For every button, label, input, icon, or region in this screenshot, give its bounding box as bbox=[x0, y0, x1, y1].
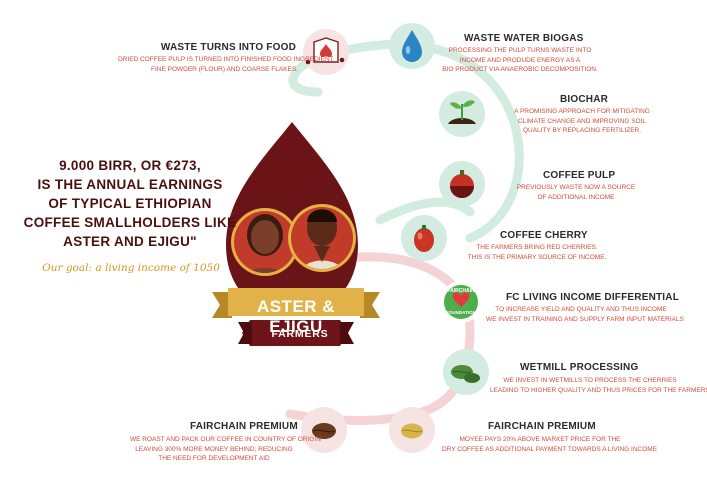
step-desc-premium-roast: WE ROAST AND PACK OUR COFFEE IN COUNTRY … bbox=[130, 436, 321, 462]
quote-line: IS THE ANNUAL EARNINGS bbox=[37, 177, 223, 192]
step-title-biogas: WASTE WATER BIOGAS bbox=[464, 33, 584, 44]
farmer-names: ASTER & EJIGU bbox=[256, 297, 336, 336]
step-circle-biogas bbox=[389, 23, 435, 69]
quote-line: 9.000 BIRR, OR €273, bbox=[59, 158, 201, 173]
svg-text:FAIRCHAIN: FAIRCHAIN bbox=[447, 288, 475, 294]
step-title-biochar: BIOCHAR bbox=[560, 94, 609, 105]
quote-line: OF TYPICAL ETHIOPIAN bbox=[48, 196, 212, 211]
sprout-icon bbox=[450, 100, 475, 109]
step-circle-pulp bbox=[439, 161, 485, 207]
step-circle-biochar bbox=[439, 91, 485, 137]
farmer-role: FARMERS bbox=[271, 328, 329, 340]
aster-portrait bbox=[231, 208, 299, 276]
step-title-wetmill: WETMILL PROCESSING bbox=[520, 362, 639, 373]
step-title-food: WASTE TURNS INTO FOOD bbox=[160, 42, 296, 53]
water-drop-icon bbox=[402, 30, 422, 62]
step-desc-fairchain: TO INCREASE YIELD AND QUALITY AND THUS I… bbox=[486, 306, 684, 323]
step-circle-cherry bbox=[401, 215, 447, 261]
step-circle-premium-dry bbox=[389, 407, 435, 453]
ejigu-portrait bbox=[288, 204, 356, 272]
quote-line: COFFEE SMALLHOLDERS LIKE bbox=[23, 215, 237, 230]
earnings-quote: 9.000 BIRR, OR €273, IS THE ANNUAL EARNI… bbox=[18, 156, 242, 251]
step-title-premium-roast: FAIRCHAIN PREMIUM bbox=[190, 421, 298, 432]
step-title-pulp: COFFEE PULP bbox=[543, 170, 616, 181]
cycle-arrow-green bbox=[375, 197, 475, 225]
step-title-premium-dry: FAIRCHAIN PREMIUM bbox=[488, 421, 596, 432]
step-desc-premium-dry: MOYEE PAYS 20% ABOVE MARKET PRICE FOR TH… bbox=[442, 436, 658, 453]
step-desc-food: DRIED COFFEE PULP IS TURNED INTO FINISHE… bbox=[118, 56, 334, 73]
step-title-fairchain: FC LIVING INCOME DIFFERENTIAL bbox=[506, 292, 680, 303]
step-circle-wetmill bbox=[443, 349, 489, 395]
name-ribbon bbox=[212, 288, 380, 346]
goal-text: Our goal: a living income of 1050 bbox=[42, 262, 220, 274]
step-desc-cherry: THE FARMERS BRING RED CHERRIES.THIS IS T… bbox=[467, 244, 607, 261]
step-circle-food bbox=[303, 29, 349, 75]
coffee-cherry-icon bbox=[414, 228, 434, 252]
step-circle-fairchain: FAIRCHAIN FOUNDATION bbox=[440, 281, 482, 323]
step-desc-wetmill: WE INVEST IN WETMILLS TO PROCESS THE CHE… bbox=[490, 377, 707, 394]
svg-text:FOUNDATION: FOUNDATION bbox=[446, 310, 476, 315]
quote-line: ASTER AND EJIGU" bbox=[63, 234, 197, 249]
step-title-cherry: COFFEE CHERRY bbox=[500, 230, 588, 241]
step-circle-premium-roast bbox=[301, 407, 347, 453]
